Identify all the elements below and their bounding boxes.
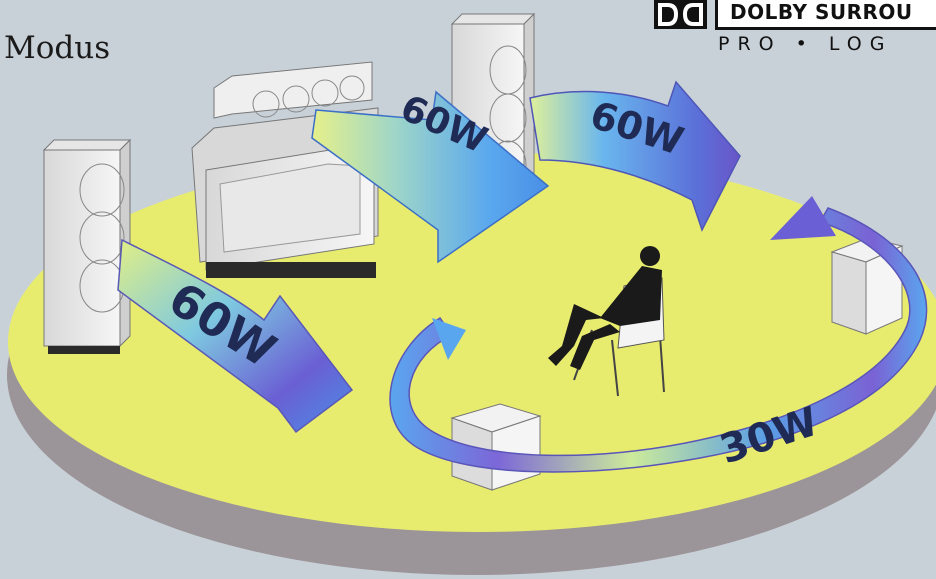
dolby-logo: DOLBY SURROU PRO • LOG (654, 0, 936, 62)
double-d-icon (654, 0, 707, 29)
tv-and-center-speaker (192, 62, 378, 278)
mode-caption: Modus (4, 30, 110, 66)
logo-name-box: DOLBY SURROU (715, 0, 936, 30)
logo-name: DOLBY SURROU (730, 0, 913, 24)
logo-subtitle: PRO • LOG (718, 33, 893, 55)
left-front-speaker (44, 140, 130, 354)
